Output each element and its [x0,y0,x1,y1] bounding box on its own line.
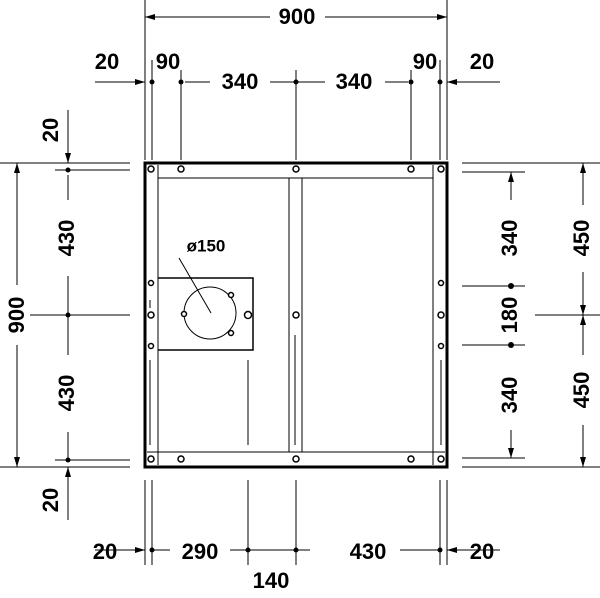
dim-right-upper-inner: 340 [497,220,522,257]
dim-top-left-edge: 20 [95,49,119,74]
dim-bottom-plate-offset: 140 [253,568,290,593]
dim-left-bottom-edge: 20 [38,488,63,512]
dimension-lines [14,14,586,553]
dim-left-top-edge: 20 [38,118,63,142]
drain-plate [158,257,254,351]
dim-top-left-span: 340 [222,69,259,94]
dim-top-right-edge: 20 [470,49,494,74]
dim-bottom-right-span: 430 [350,539,387,564]
drain-diameter-callout: ø150 [187,236,226,255]
dim-right-middle: 180 [497,297,522,334]
dim-top-right-span: 340 [336,69,373,94]
extension-lines [0,0,600,565]
dim-left-upper: 430 [54,220,79,257]
dim-top-overall: 900 [279,4,316,29]
bolts [147,165,445,463]
frame [143,161,449,469]
dim-top-right-offset: 90 [413,49,437,74]
dim-left-overall: 900 [4,297,29,334]
dim-right-upper-outer: 450 [569,220,594,257]
dim-bottom-left-edge: 20 [93,539,117,564]
dim-bottom-left-span: 290 [182,539,219,564]
dim-right-lower-inner: 340 [497,377,522,414]
dim-left-lower: 430 [54,375,79,412]
dim-right-lower-outer: 450 [569,372,594,409]
dim-top-left-offset: 90 [156,49,180,74]
dim-bottom-right-edge: 20 [470,539,494,564]
